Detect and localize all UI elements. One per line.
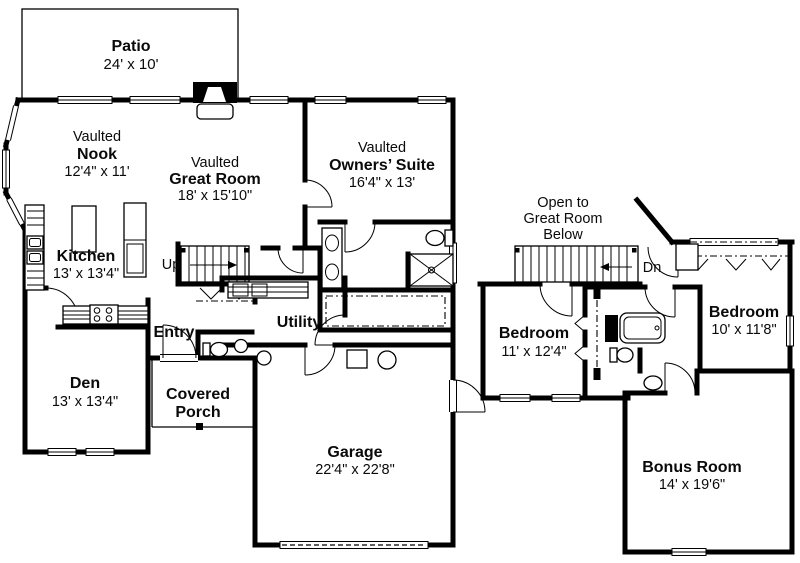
entry-label: Entry: [154, 324, 195, 341]
owners-suite-label: Owners’ Suite: [329, 157, 435, 174]
owners-suite-prefix: Vaulted: [358, 140, 406, 156]
owners-suite-dims: 16'4" x 13': [349, 175, 416, 191]
dn-label: Dn: [643, 260, 662, 276]
great-room-label: Great Room: [169, 171, 261, 188]
nook-label: Nook: [77, 146, 117, 163]
main-floor-plan: Patio 24' x 10' Vaulted Nook 12'4" x 11'…: [2, 8, 486, 549]
main-floor-doors: [45, 179, 486, 413]
great-room-dims: 18' x 15'10": [178, 188, 252, 204]
covered-porch-label-1: Covered: [166, 386, 230, 403]
bonus-room-dims: 14' x 19'6": [659, 477, 725, 493]
patio-label: Patio: [111, 38, 150, 55]
toilet-tank: [202, 342, 211, 357]
den-dims: 13' x 13'4": [52, 394, 118, 410]
upper-floor-plan: Open to Great Room Below Dn Bedroom 11' …: [477, 195, 795, 556]
upper-floor-labels: Open to Great Room Below Dn Bedroom 11' …: [499, 195, 779, 493]
toilet-bowl: [209, 341, 229, 358]
bonus-room-label: Bonus Room: [642, 459, 742, 476]
kitchen-island: [71, 205, 97, 253]
covered-porch-label-2: Porch: [175, 404, 220, 421]
covered-porch-edge: [151, 358, 255, 430]
toilet-bowl: [616, 347, 634, 363]
patio-dims: 24' x 10': [104, 56, 159, 73]
utility-appliances: [227, 281, 309, 299]
kitchen-counters: [24, 202, 149, 325]
great-room-prefix: Vaulted: [191, 155, 239, 171]
bedroom1-label: Bedroom: [499, 325, 569, 342]
toilet-tank: [609, 347, 618, 363]
open-below-line2: Great Room: [524, 211, 603, 227]
utility-label: Utility: [277, 314, 322, 331]
nook-dims: 12'4" x 11': [64, 164, 129, 180]
fireplace: [193, 82, 237, 120]
open-below-line1: Open to: [537, 195, 589, 211]
range: [89, 304, 119, 325]
open-below-line3: Below: [543, 227, 583, 243]
bedroom1-dims: 11' x 12'4": [501, 344, 566, 360]
stairs-up: [180, 245, 250, 283]
nook-prefix: Vaulted: [73, 129, 121, 145]
garage-label: Garage: [327, 444, 382, 461]
garage-door: [279, 541, 429, 549]
bedroom1-closet-doors: [574, 287, 618, 380]
garage-dims: 22'4" x 22'8": [315, 462, 395, 478]
sink: [643, 375, 663, 391]
den-label: Den: [70, 375, 100, 392]
closet-cabinet: [675, 243, 699, 271]
sink: [233, 338, 249, 354]
garage-equipment: [256, 349, 397, 370]
bathtub: [619, 312, 666, 344]
toilet-bowl: [425, 229, 445, 247]
kitchen-label: Kitchen: [57, 248, 116, 265]
bedroom2-closet: [675, 243, 788, 271]
upper-floor-windows: [499, 238, 794, 556]
upper-bath: [609, 312, 666, 391]
powder-room: [202, 338, 249, 358]
toilet-tank: [444, 229, 454, 247]
bedroom2-label: Bedroom: [709, 304, 779, 321]
up-label: Up: [162, 257, 181, 273]
main-floor-windows: [2, 96, 457, 456]
stairs-down: [514, 245, 639, 283]
kitchen-dims: 13' x 13'4": [53, 266, 119, 282]
owners-bath: [321, 227, 454, 327]
main-floor-labels: Patio 24' x 10' Vaulted Nook 12'4" x 11'…: [52, 38, 435, 478]
double-vanity: [321, 227, 343, 289]
upper-floor-walls: [477, 196, 795, 555]
bedroom2-dims: 10' x 11'8": [711, 322, 776, 338]
